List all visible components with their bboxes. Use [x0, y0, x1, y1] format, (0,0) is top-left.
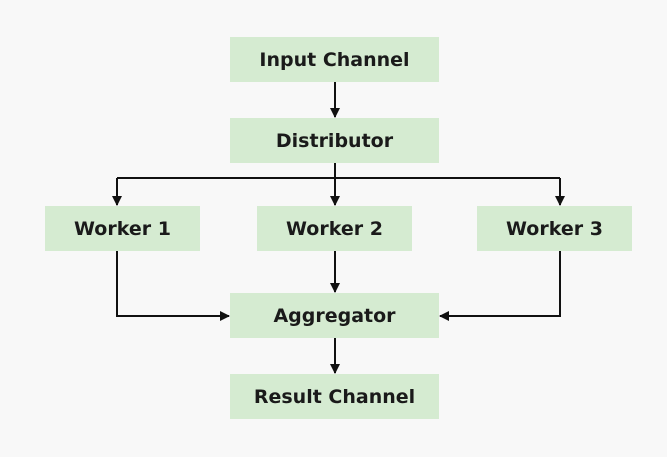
node-worker-1-label: Worker 1	[74, 217, 171, 240]
node-worker-3: Worker 3	[477, 206, 632, 251]
node-worker-2-label: Worker 2	[286, 217, 383, 240]
node-worker-2: Worker 2	[257, 206, 412, 251]
edge-worker-3-to-aggregator	[439, 251, 561, 321]
node-input-channel: Input Channel	[230, 37, 439, 82]
node-input-channel-label: Input Channel	[259, 48, 410, 71]
node-distributor-label: Distributor	[275, 129, 394, 152]
node-worker-1: Worker 1	[45, 206, 200, 251]
node-aggregator-label: Aggregator	[273, 304, 396, 327]
node-result-channel-label: Result Channel	[253, 385, 416, 408]
node-worker-3-label: Worker 3	[506, 217, 603, 240]
node-distributor: Distributor	[230, 118, 439, 163]
edge-distributor-bus	[117, 163, 560, 179]
edge-worker-1-to-aggregator	[116, 251, 230, 321]
node-result-channel: Result Channel	[230, 374, 439, 419]
node-aggregator: Aggregator	[230, 293, 439, 338]
